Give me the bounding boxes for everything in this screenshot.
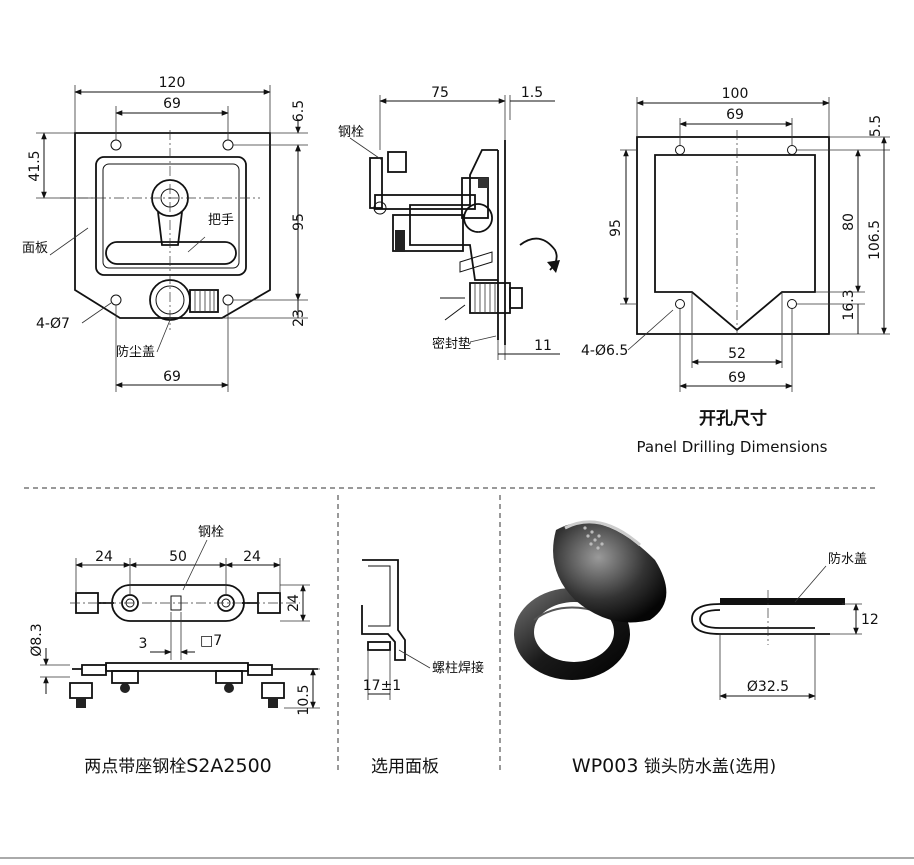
dim-front-23: 23 [291,309,307,327]
cover-section [691,590,862,700]
dim-optional-17: 17±1 [363,678,401,694]
label-holes-drill: 4-Ø6.5 [581,343,628,359]
dim-front-69-bottom: 69 [163,369,181,385]
drilling-title-en: Panel Drilling Dimensions [637,438,828,456]
front-recess [95,156,247,276]
dim-front-69-top: 69 [163,96,181,112]
caption-cover-model: WP003 [572,755,639,777]
label-dust-cover: 防尘盖 [116,344,155,360]
label-weld: 螺柱焊接 [432,660,484,676]
drilling-panel-outline [636,136,830,335]
dim-front-6-5: 6.5 [291,100,307,122]
dim-drill-100: 100 [722,86,749,102]
label-bolt-detail: 钢栓 [198,525,224,540]
drilling-view: 100 69 5.5 95 80 106.5 16.3 52 69 4-Ø6.5… [581,86,890,456]
drilling-holes [675,145,797,309]
dim-side-75: 75 [431,85,449,101]
dim-front-41-5: 41.5 [27,150,43,181]
front-extension-lines [36,85,308,392]
dim-bolt-50: 50 [169,549,187,565]
optional-panel-view: 17±1 螺柱焊接 选用面板 [361,559,484,777]
label-holes-front: 4-Ø7 [36,316,70,332]
label-handle: 把手 [208,213,234,228]
dim-bolt-square: □7 [200,633,222,649]
caption-cover: WP003 锁头防水盖(选用) [572,755,776,777]
lock-cylinder [149,279,219,321]
dim-side-1-5: 1.5 [521,85,543,101]
dim-bolt-diameter: Ø8.3 [29,623,45,656]
caption-cover-cn: 锁头防水盖(选用) [644,757,776,777]
dim-drill-106-5: 106.5 [867,220,883,260]
front-view: 120 69 6.5 95 23 41.5 69 面板 把手 4-Ø7 防尘盖 [22,75,308,392]
dim-drill-16-3: 16.3 [841,289,857,320]
side-bolt-bar [374,194,476,210]
dim-drill-5-5: 5.5 [868,115,884,137]
dim-bolt-10-5: 10.5 [296,684,312,715]
cover-view: 12 Ø32.5 防水盖 WP003 锁头防水盖(选用) [514,520,879,777]
side-view: 75 1.5 11 钢栓 密封垫 [338,85,560,360]
dim-side-11: 11 [534,338,552,354]
caption-bolt: 两点带座钢栓S2A2500 [84,755,272,777]
dim-bolt-3: 3 [139,636,148,652]
label-bolt-side: 钢栓 [338,125,364,140]
dim-drill-95: 95 [608,219,624,237]
cover-render [514,520,667,680]
dim-drill-80: 80 [841,213,857,231]
label-waterproof-cover: 防水盖 [828,551,867,567]
front-panel-outline [74,132,271,319]
dim-drill-69-bottom: 69 [728,370,746,386]
dim-front-95: 95 [291,213,307,231]
dim-bolt-24-right: 24 [243,549,261,565]
dim-bolt-24-height: 24 [286,594,302,612]
dim-drill-69-top: 69 [726,107,744,123]
label-panel: 面板 [22,241,48,256]
dim-drill-52: 52 [728,346,746,362]
caption-bolt-cn: 两点带座钢栓 [84,757,186,777]
caption-optional-panel: 选用面板 [371,757,439,777]
dim-cover-12: 12 [861,612,879,628]
caption-bolt-model: S2A2500 [186,755,272,777]
dim-bolt-24-left: 24 [95,549,113,565]
dim-front-120: 120 [159,75,186,91]
label-gasket: 密封垫 [432,336,471,352]
optional-panel-profile [361,559,406,661]
bolt-view: 24 50 24 24 Ø8.3 3 □7 10.5 钢栓 两点带座钢栓S2A2… [29,525,320,777]
side-bolt [369,151,407,215]
drilling-cutout [654,154,816,332]
side-lock-cylinder [440,282,523,321]
dim-cover-diameter: Ø32.5 [747,679,789,695]
drilling-title-cn: 开孔尺寸 [699,408,767,429]
